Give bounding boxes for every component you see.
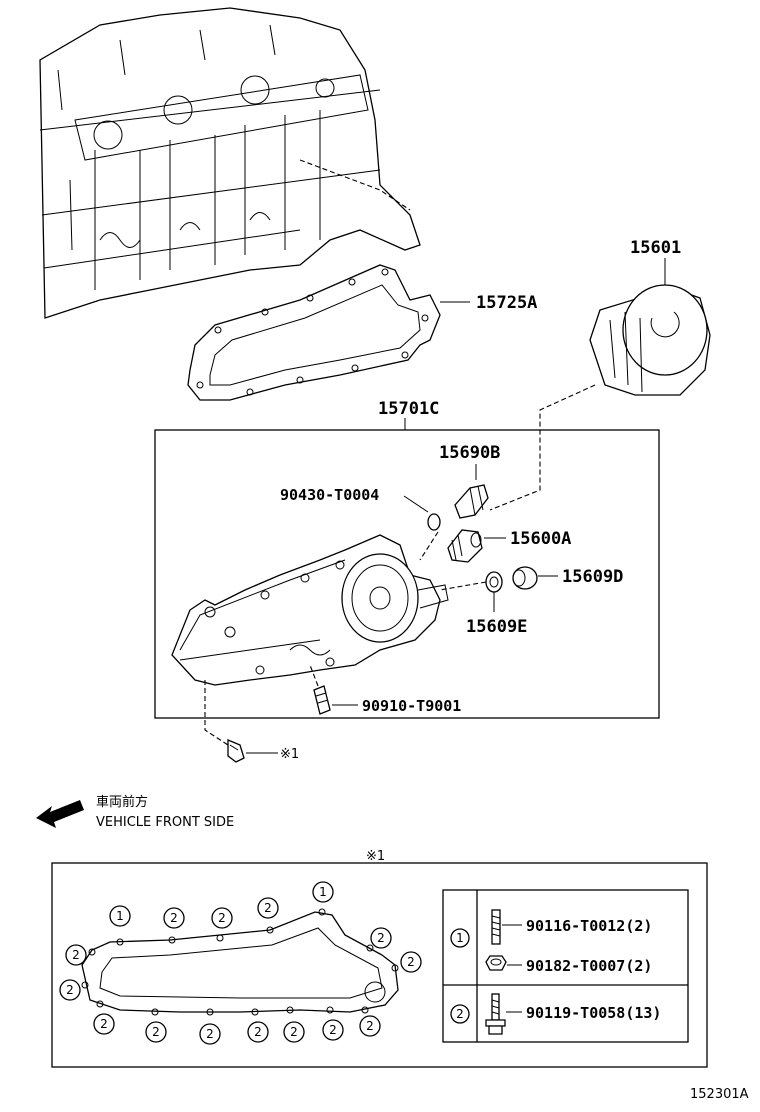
oil-filter — [589, 258, 711, 396]
svg-text:2: 2 — [170, 911, 178, 925]
callout-1: 1 — [109, 905, 131, 927]
label-15725A: 15725A — [476, 293, 537, 313]
legend-key-1: 1 — [456, 931, 464, 945]
bolt-part — [227, 739, 245, 763]
washer-part — [485, 571, 503, 593]
svg-text:1: 1 — [116, 909, 124, 923]
relief-valve — [447, 529, 483, 563]
legend-key-2: 2 — [456, 1007, 464, 1021]
svg-text:2: 2 — [254, 1025, 262, 1039]
callout-2: 2 — [145, 1021, 167, 1043]
svg-text:2: 2 — [72, 948, 80, 962]
svg-text:2: 2 — [366, 1019, 374, 1033]
bolt-ref: ※1 — [280, 747, 299, 762]
legend-table: 1 2 90116-T0012(2) 90182-T0007(2) 90119-… — [442, 889, 689, 1043]
svg-text:2: 2 — [290, 1025, 298, 1039]
union-part — [512, 566, 538, 590]
detail-box — [51, 862, 708, 1068]
callout-1: 1 — [312, 881, 334, 903]
legend-part-90116: 90116-T0012(2) — [526, 917, 652, 935]
label-90430-T0004: 90430-T0004 — [280, 486, 379, 504]
label-15609D: 15609D — [562, 567, 623, 587]
detail-title: ※1 — [366, 849, 385, 864]
flange-bolt-icon — [485, 993, 506, 1035]
callout-2: 2 — [400, 951, 422, 973]
stud-bolt-icon — [491, 909, 501, 945]
oil-cooler-gasket — [187, 264, 470, 401]
svg-text:2: 2 — [264, 901, 272, 915]
label-15600A: 15600A — [510, 529, 571, 549]
nut-icon — [485, 955, 507, 971]
svg-text:2: 2 — [407, 955, 415, 969]
svg-text:1: 1 — [319, 885, 327, 899]
callout-2: 2 — [322, 1019, 344, 1041]
callout-2: 2 — [283, 1021, 305, 1043]
stud-part — [313, 685, 331, 715]
plug-part — [454, 484, 489, 519]
svg-text:2: 2 — [100, 1017, 108, 1031]
callout-2: 2 — [65, 944, 87, 966]
label-15690B: 15690B — [439, 443, 500, 463]
direction-jp: 車両前方 — [96, 794, 148, 810]
callout-2: 2 — [211, 907, 233, 929]
detail-callouts: 1 2 2 2 1 2 2 2 2 2 2 2 2 2 2 2 — [59, 881, 422, 1045]
svg-text:2: 2 — [66, 983, 74, 997]
detail-gasket — [81, 908, 399, 1016]
direction-en: VEHICLE FRONT SIDE — [96, 815, 234, 830]
callout-2: 2 — [59, 979, 81, 1001]
callout-2: 2 — [359, 1015, 381, 1037]
label-90910-T9001: 90910-T9001 — [362, 697, 461, 715]
figure-id: 152301A — [690, 1087, 749, 1102]
small-washer — [427, 513, 441, 531]
label-15609E: 15609E — [466, 617, 527, 637]
callout-2: 2 — [257, 897, 279, 919]
svg-text:2: 2 — [377, 931, 385, 945]
cooler-assy-box — [154, 429, 660, 719]
engine-block — [39, 7, 421, 319]
svg-text:2: 2 — [329, 1023, 337, 1037]
callout-2: 2 — [247, 1021, 269, 1043]
front-arrow-icon — [36, 800, 84, 828]
svg-text:2: 2 — [206, 1027, 214, 1041]
legend-part-90182: 90182-T0007(2) — [526, 957, 652, 975]
label-15701C: 15701C — [378, 399, 439, 419]
callout-2: 2 — [199, 1023, 221, 1045]
svg-text:2: 2 — [152, 1025, 160, 1039]
svg-text:2: 2 — [218, 911, 226, 925]
label-15601: 15601 — [630, 238, 681, 258]
callout-2: 2 — [93, 1013, 115, 1035]
callout-2: 2 — [370, 927, 392, 949]
legend-part-90119: 90119-T0058(13) — [526, 1004, 661, 1022]
oil-cooler-body — [171, 534, 449, 686]
callout-2: 2 — [163, 907, 185, 929]
